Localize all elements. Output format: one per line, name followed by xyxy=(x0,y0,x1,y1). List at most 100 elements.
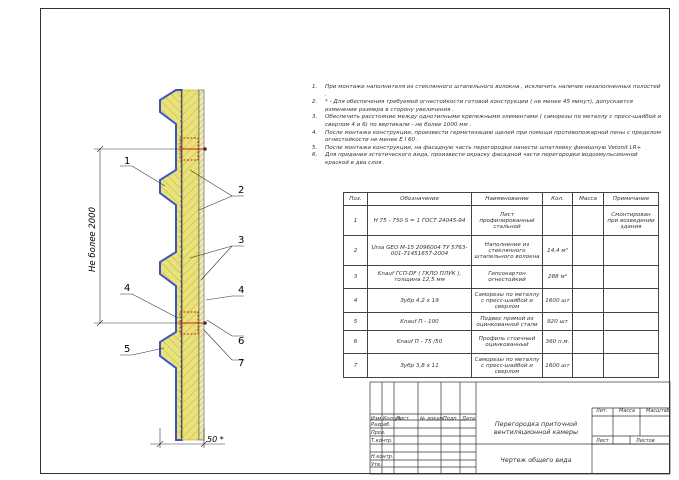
general-notes: 1.При монтаже наполнителя из стеклянного… xyxy=(312,84,662,168)
table-cell: 2 xyxy=(343,235,368,266)
table-cell: Лист профилированный стальной xyxy=(471,205,543,236)
tb-label-doc: № докум. xyxy=(420,416,445,422)
callout-right-4: 4 xyxy=(238,285,244,296)
table-cell xyxy=(542,205,573,236)
note-item: 2.* - Для обеспечения требуемой огнестой… xyxy=(312,99,662,114)
tb-label-sign: Подп. xyxy=(443,416,459,422)
header-pos: Поз. xyxy=(343,192,368,206)
table-header-row: Поз. Обозначение Наименование Кол. Масса… xyxy=(343,192,659,206)
table-cell xyxy=(603,353,659,378)
tb-scale: Масштаб xyxy=(646,408,670,414)
table-cell: Зубр 4,2 х 19 xyxy=(367,288,472,313)
note-item: 3. Обеспечить расстояние между однотипным… xyxy=(312,114,662,129)
specification-table: Поз. Обозначение Наименование Кол. Масса… xyxy=(343,192,659,378)
table-cell: Профиль стоечный оцинкованный xyxy=(471,330,543,354)
table-cell: Наполнение из стеклянного штапельного во… xyxy=(471,235,543,266)
table-cell: Зубр 3,8 х 11 xyxy=(367,353,472,378)
note-text: Для придания эстетического вида, произве… xyxy=(325,152,638,166)
table-cell: Саморезы по металлу с пресс-шайбой и све… xyxy=(471,288,543,313)
width-dimension xyxy=(150,428,225,448)
fastener-group-upper xyxy=(179,137,206,161)
title-block: Изм. Кол.уч Лист № докум. Подп. Дата Раз… xyxy=(370,382,670,474)
tb-role-tkontr: Т.контр. xyxy=(371,438,393,444)
tb-label-date: Дата xyxy=(462,416,475,422)
table-cell: 6 xyxy=(343,330,368,354)
table-cell xyxy=(603,330,659,354)
profiled-sheet xyxy=(159,89,183,441)
note-item: 4.После монтажа конструкции, произвести … xyxy=(312,130,662,145)
table-cell: Ursa GEO M-15 2096004 ТУ 5763-001-714516… xyxy=(367,235,472,266)
note-number: 3. xyxy=(312,114,318,121)
tb-mass: Масса xyxy=(619,408,635,414)
table-cell: 14,4 м³ xyxy=(542,235,573,266)
callout-left-5: 5 xyxy=(124,344,130,355)
fastener-group-lower xyxy=(179,311,206,335)
header-designation: Обозначение xyxy=(367,192,472,206)
table-cell xyxy=(572,288,604,313)
height-dimension xyxy=(94,145,180,327)
table-cell xyxy=(572,330,604,354)
table-cell: 4 xyxy=(343,288,368,313)
note-number: 2. xyxy=(312,99,318,106)
tb-lit: Лит. xyxy=(596,408,608,414)
tb-role-prov: Пров. xyxy=(371,430,386,436)
callout-left-4: 4 xyxy=(124,283,130,294)
table-cell: Гипсокартон огнестойкий xyxy=(471,265,543,289)
width-dimension-label: 50 * xyxy=(207,435,224,444)
table-cell: 5 xyxy=(343,312,368,331)
note-number: 4. xyxy=(312,129,318,136)
table-cell: Смонтирован при возведении здания xyxy=(603,205,659,236)
tb-role-nkontr: Н.контр. xyxy=(371,454,394,460)
drawing-frame xyxy=(40,8,670,474)
note-number: 5. xyxy=(312,144,318,151)
note-item: 5. После монтажа конструкции, на фасадную… xyxy=(312,145,662,153)
note-number: 6. xyxy=(312,152,318,159)
table-cell: Knauf ГСП-DF ( ГКЛО ПЛУК ), толщина 12,5… xyxy=(367,265,472,289)
note-text: Обеспечить расстояние между однотипными … xyxy=(325,114,662,128)
callout-right-3: 3 xyxy=(238,235,244,246)
tb-sheets: Листов xyxy=(636,438,655,444)
tb-label-list: Лист xyxy=(396,416,409,422)
header-note: Примечание xyxy=(603,192,659,206)
callout-right-2: 2 xyxy=(238,185,244,196)
header-mass: Масса xyxy=(572,192,604,206)
table-cell: 7 xyxy=(343,353,368,378)
table-cell xyxy=(572,235,604,266)
drawing-title: Перегородка приточной вентиляционной кам… xyxy=(493,420,579,436)
gypsum-board xyxy=(198,89,205,441)
callout-left-1: 1 xyxy=(124,156,130,167)
height-dimension-label: Не более 2000 xyxy=(88,207,98,272)
table-cell: 288 м² xyxy=(542,265,573,289)
table-cell xyxy=(572,312,604,331)
table-cell xyxy=(603,265,659,289)
table-cell xyxy=(603,288,659,313)
title-block-lines xyxy=(369,381,671,475)
note-item: 1.При монтаже наполнителя из стеклянного… xyxy=(312,84,662,99)
table-cell xyxy=(572,353,604,378)
table-cell xyxy=(603,312,659,331)
table-cell: 920 шт xyxy=(542,312,573,331)
table-cell: 1600 шт xyxy=(542,353,573,378)
table-cell: Н 75 - 750 S = 1 ГОСТ 24045-94 xyxy=(367,205,472,236)
table-cell: 1600 шт xyxy=(542,288,573,313)
tb-role-utv: Утв. xyxy=(371,462,382,468)
note-number: 1. xyxy=(312,84,318,90)
tb-label-kol: Кол.уч xyxy=(383,416,401,422)
tb-sheet: Лист xyxy=(596,438,609,444)
callout-right-7: 7 xyxy=(238,358,244,369)
table-cell: Knauf П - 100 xyxy=(367,312,472,331)
drawing-subtitle: Чертеж общего вида xyxy=(500,456,572,464)
table-cell: Саморезы по металлу с пресс-шайбой и све… xyxy=(471,353,543,378)
note-text: После монтажа конструкции, на фасадную ч… xyxy=(325,144,642,151)
table-cell: 360 п.м. xyxy=(542,330,573,354)
insulation-layer xyxy=(181,89,200,441)
table-cell: 3 xyxy=(343,265,368,289)
table-cell: 1 xyxy=(343,205,368,236)
